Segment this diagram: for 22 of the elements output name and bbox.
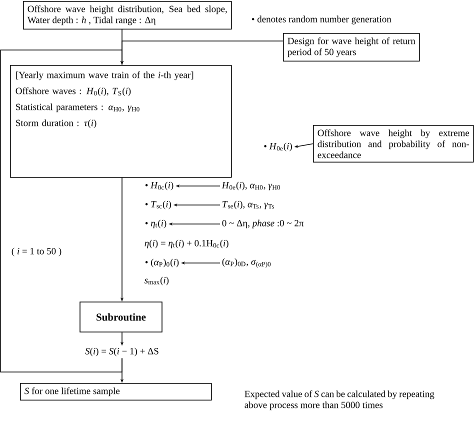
subroutine-box: Subroutine (80, 302, 162, 332)
loop-range-text: ( i = 1 to 50 ) (12, 248, 62, 256)
input-box: Offshore wave height distribution, Sea bed slope, Water depth : h , Tidal range : Δη (23, 1, 232, 30)
loop-arrow (0, 50, 124, 372)
variable-text: • T$_{sc}$(i) (145, 200, 172, 210)
equation-text: s$_{max}$(i) (144, 276, 169, 286)
equation-text: η(i) = η$_{t}$(i) + 0.1H$_{0c}$(i) (144, 240, 228, 248)
variable-text: • η$_{t}$(i) (145, 220, 166, 228)
parameter-text: 0 ~ Δη, phase :0 ~ 2π (222, 220, 304, 228)
note-text: • denotes random number generation (252, 16, 392, 24)
variable-text: • H$_{0e}$(i) (264, 142, 292, 152)
result-box: S for one lifetime sample (20, 383, 212, 400)
process-box: [Yearly maximum wave train of the i-th year] Offshore waves : H$_{0}$(i), T$_{S}$(i) Statistical parameters : α$_{H0}$, γ$_{H0}$ Storm duration : τ(i) (10, 65, 232, 178)
variable-text: • H$_{0c}$(i) (145, 182, 174, 190)
design-box: Design for wave height of return period of 50 years (283, 33, 420, 62)
input-box: Offshore wave height by extreme distribution and probability of non-exceedance (313, 125, 474, 163)
note-text: Expected value of S can be calculated by repeating above process more than 5000 times (244, 390, 434, 410)
variable-text: • (α$_{P}$)$_{0}$(i) (145, 258, 179, 268)
parameter-text: T$_{se}$(i), α$_{Ts}$, γ$_{Ts}$ (222, 200, 274, 210)
equation-text: S(i) = S(i − 1) + ΔS (85, 348, 158, 356)
parameter-text: (α$_{P}$)$_{0D}$, σ$_{(αP)0}$ (222, 258, 271, 268)
parameter-text: H$_{0e}$(i), α$_{H0}$, γ$_{H0}$ (222, 182, 280, 190)
